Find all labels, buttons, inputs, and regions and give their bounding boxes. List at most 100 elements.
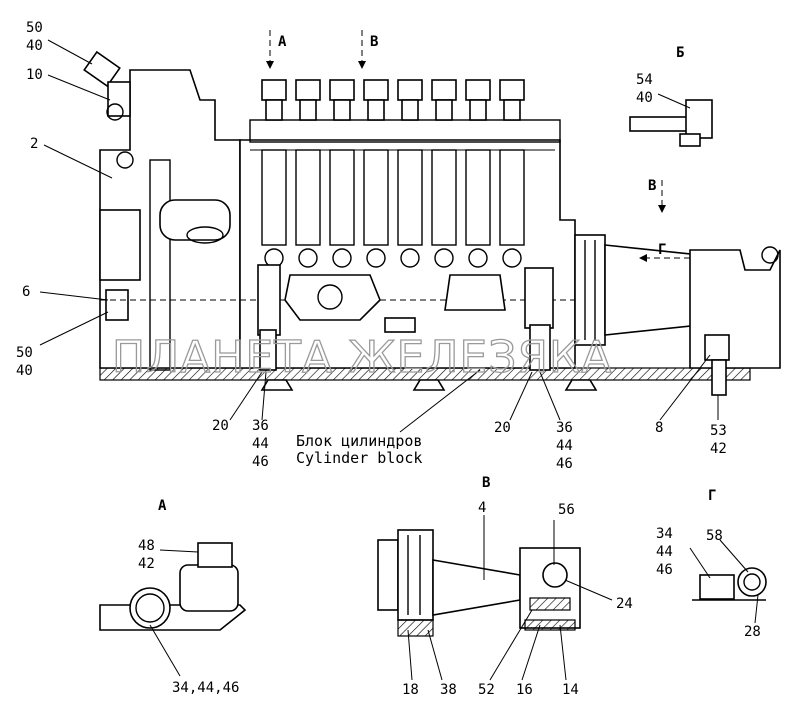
callout-46: 46: [556, 456, 573, 472]
detail-G: Г: [692, 488, 767, 601]
governor-cover: [99, 209, 141, 281]
callout-labels: 50 40 10 2 6 50 40 20 36 44 46 Блок цили…: [16, 20, 761, 698]
callout-40: 40: [26, 38, 43, 54]
callout-2: 2: [30, 136, 38, 152]
callout-53: 53: [710, 423, 727, 439]
hatched-base-right: [524, 619, 576, 631]
flange-outer: [377, 539, 399, 611]
detail-V-title: В: [482, 475, 490, 491]
detail-B-title: Б: [676, 45, 684, 61]
bolt: [116, 151, 134, 169]
fitting-53: [711, 359, 727, 396]
hatched-ring: [529, 597, 571, 611]
hose-clamp: [737, 567, 767, 597]
feed-pump-hub: [317, 284, 343, 310]
foot: [260, 379, 294, 391]
callout-44: 44: [556, 438, 573, 454]
mount-stud-left: [257, 264, 281, 336]
coupling-flange: [574, 234, 606, 346]
delivery-valves: [261, 79, 525, 121]
callout-6: 6: [22, 284, 30, 300]
plunger-barrels: [261, 149, 525, 246]
drive-bracket: [689, 249, 781, 369]
callout-10: 10: [26, 67, 43, 83]
callout-24: 24: [616, 596, 633, 612]
callout-54: 54: [636, 72, 653, 88]
callout-52: 52: [478, 682, 495, 698]
callout-34-44-46: 34,44,46: [172, 680, 239, 696]
callout-44: 44: [656, 544, 673, 560]
foot: [564, 379, 598, 391]
callout-36: 36: [252, 418, 269, 434]
callout-4: 4: [478, 500, 486, 516]
caption-en: Cylinder block: [296, 449, 422, 467]
pipe: [629, 116, 691, 132]
callout-20: 20: [494, 420, 511, 436]
bolt: [761, 246, 779, 264]
callout-28: 28: [744, 624, 761, 640]
feed-pump: [284, 274, 381, 321]
callout-50: 50: [16, 345, 33, 361]
governor-lever: [159, 199, 231, 241]
view-arrows: [266, 30, 690, 262]
callout-40: 40: [16, 363, 33, 379]
callout-46: 46: [252, 454, 269, 470]
detail-V: В: [377, 475, 581, 637]
detail-A: А: [99, 498, 247, 631]
clip: [699, 574, 735, 600]
inspection-cover: [444, 274, 506, 311]
mount-stud-right: [524, 267, 554, 329]
detail-G-title: Г: [708, 488, 716, 504]
detail-B-fitting: Б: [629, 45, 713, 147]
bolt: [106, 103, 124, 121]
callout-46: 46: [656, 562, 673, 578]
callout-36: 36: [556, 420, 573, 436]
mount-bolt-right: [529, 324, 551, 371]
callout-56: 56: [558, 502, 575, 518]
watermark-text: ПЛАНЕТА ЖЕЛЕЗЯКА: [112, 332, 612, 383]
callout-38: 38: [440, 682, 457, 698]
left-fitting: [105, 289, 129, 321]
flange: [397, 529, 434, 621]
callout-34: 34: [656, 526, 673, 542]
camshaft-rollers: [264, 248, 522, 268]
view-letter-A: А: [278, 34, 287, 50]
valve-row: [249, 119, 561, 143]
callout-42: 42: [138, 556, 155, 572]
shaft-cone: [432, 559, 521, 616]
fitting: [83, 50, 121, 88]
coupling-body: [519, 547, 581, 629]
nut-56: [542, 562, 568, 588]
callout-40: 40: [636, 90, 653, 106]
valve-body: [179, 564, 239, 612]
view-letter-V: В: [648, 178, 656, 194]
callout-8: 8: [655, 420, 663, 436]
view-letter-G: Г: [658, 242, 666, 258]
main-pump-assembly: [83, 50, 781, 396]
callout-44: 44: [252, 436, 269, 452]
callout-20: 20: [212, 418, 229, 434]
callout-42: 42: [710, 441, 727, 457]
callout-14: 14: [562, 682, 579, 698]
fitting-body: [107, 81, 131, 117]
banjo-bolt: [679, 133, 701, 147]
callout-50: 50: [26, 20, 43, 36]
callout-18: 18: [402, 682, 419, 698]
callout-48: 48: [138, 538, 155, 554]
view-letter-B: В: [370, 34, 378, 50]
governor-rod: [149, 159, 171, 371]
foot: [412, 379, 446, 391]
oval-boss: [186, 226, 224, 244]
leader-lines: [39, 39, 759, 681]
hatched-base: [397, 619, 434, 637]
detail-A-title: А: [158, 498, 167, 514]
mount-bolt-left: [259, 329, 277, 371]
callout-16: 16: [516, 682, 533, 698]
valve-cap: [197, 542, 233, 568]
callout-58: 58: [706, 528, 723, 544]
banjo: [685, 99, 713, 139]
drain-plug: [384, 317, 416, 333]
caption-ru: Блок цилиндров: [296, 432, 422, 450]
